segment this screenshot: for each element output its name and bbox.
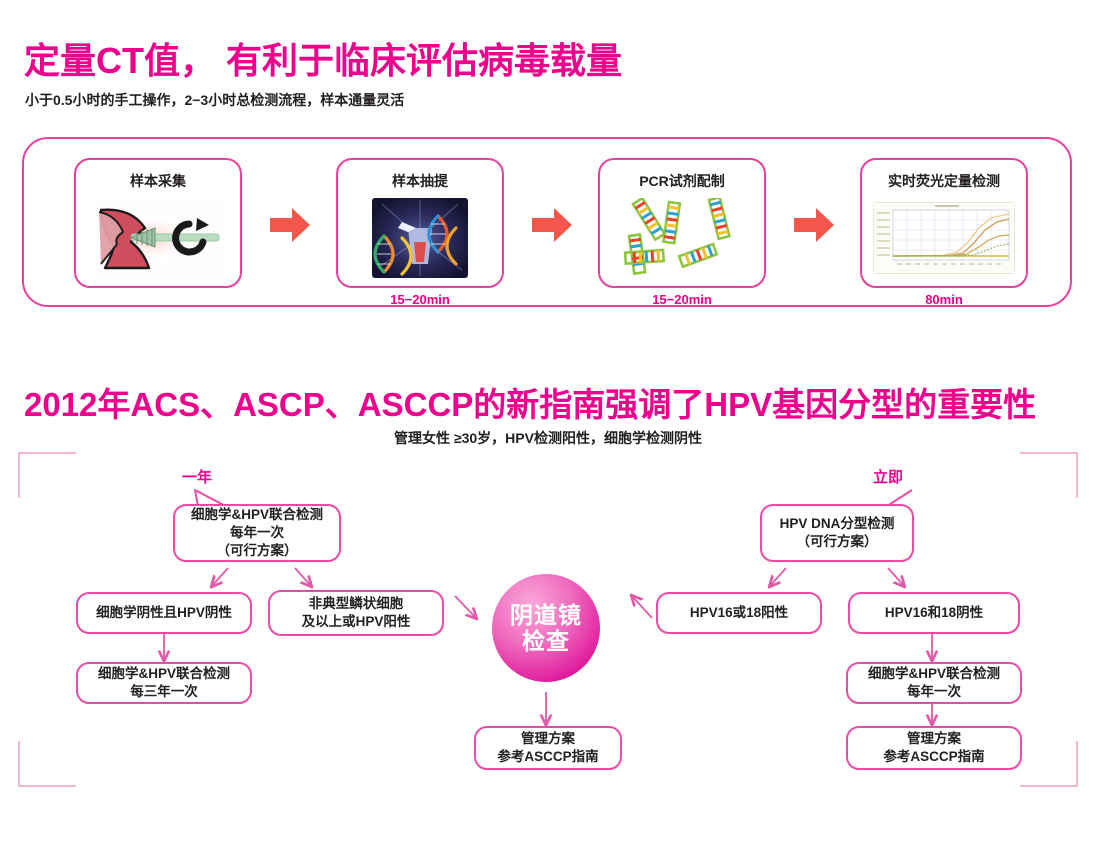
step-duration: 80min <box>925 292 963 307</box>
section2-title: 2012年ACS、ASCP、ASCCP的新指南强调了HPV基因分型的重要性 <box>24 386 1037 423</box>
workflow-step-sample-collection: 样本采集 <box>74 158 242 288</box>
box-right-followup: 细胞学&HPV联合检测 每年一次 <box>846 662 1022 704</box>
box-right-positive: HPV16或18阳性 <box>656 592 822 634</box>
step-label: PCR试剂配制 <box>639 173 725 189</box>
box-right-negative: HPV16和18阴性 <box>848 592 1020 634</box>
step-duration: 15−20min <box>652 292 712 307</box>
workflow-arrow-1 <box>270 208 310 242</box>
workflow-arrow-3 <box>794 208 834 242</box>
cervical-sampling-illustration <box>93 198 223 278</box>
box-left-positive: 非典型鳞状细胞 及以上或HPV阳性 <box>268 590 444 636</box>
tag-one-year: 一年 <box>182 469 213 486</box>
dna-ladder-illustration <box>617 198 747 278</box>
box-right-root: HPV DNA分型检测 （可行方案） <box>760 504 914 562</box>
bracket-top-right <box>1020 452 1078 498</box>
bracket-top-left <box>18 452 76 498</box>
step-duration: 15−20min <box>390 292 450 307</box>
box-center-result: 管理方案 参考ASCCP指南 <box>474 726 622 770</box>
node-colposcopy: 阴道镜 检查 <box>492 574 600 682</box>
section1-title: 定量CT值， 有利于临床评估病毒载量 <box>24 40 622 81</box>
workflow-step-sample-extraction: 样本抽提 <box>336 158 504 288</box>
bracket-bottom-right <box>1020 741 1078 787</box>
section1-subtitle: 小于0.5小时的手工操作，2−3小时总检测流程，样本通量灵活 <box>25 92 405 108</box>
node-colposcopy-label: 阴道镜 检查 <box>510 601 582 654</box>
step-label: 样本抽提 <box>392 173 448 189</box>
workflow-step-realtime-detection: 实时荧光定量检测 <box>860 158 1028 288</box>
step-label: 样本采集 <box>130 173 186 189</box>
section2-subtitle: 管理女性 ≥30岁，HPV检测阳性，细胞学检测阴性 <box>394 430 702 446</box>
step-label: 实时荧光定量检测 <box>888 173 1000 189</box>
bracket-bottom-left <box>18 741 76 787</box>
workflow-step-pcr-reagent-prep: PCR试剂配制 <box>598 158 766 288</box>
tag-immediate: 立即 <box>873 469 904 486</box>
box-right-result: 管理方案 参考ASCCP指南 <box>846 726 1022 770</box>
workflow-arrow-2 <box>532 208 572 242</box>
amplification-curve-chart <box>873 202 1015 274</box>
box-left-followup: 细胞学&HPV联合检测 每三年一次 <box>76 662 252 704</box>
box-left-negative: 细胞学阴性且HPV阴性 <box>76 592 252 634</box>
dna-extraction-photo <box>372 198 468 278</box>
box-left-root: 细胞学&HPV联合检测 每年一次 （可行方案） <box>173 504 341 562</box>
